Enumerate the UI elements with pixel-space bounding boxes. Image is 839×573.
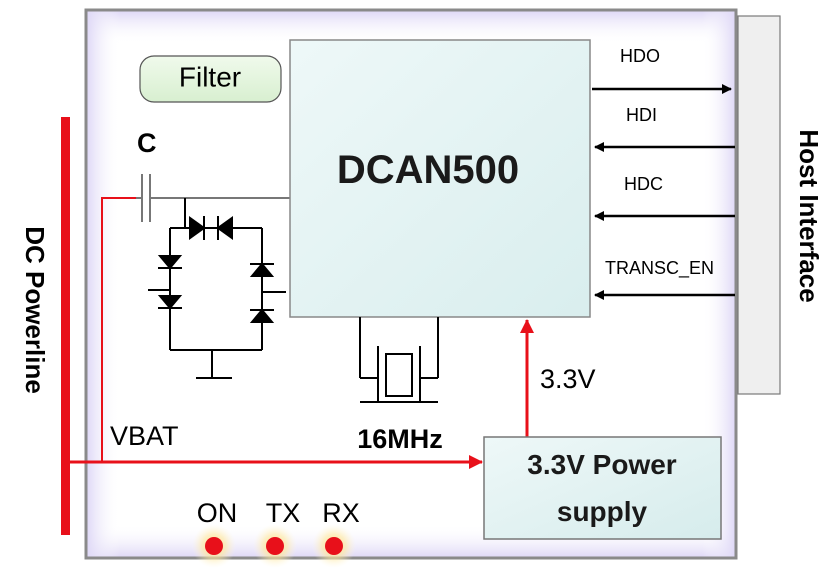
capacitor-symbol xyxy=(136,174,290,222)
dc-powerline-bar xyxy=(61,117,70,535)
led-label-rx: RX xyxy=(322,498,360,528)
signal-label-transc-en: TRANSC_EN xyxy=(605,258,714,279)
led-group: ON TX RX xyxy=(192,498,360,568)
protection-diode-network xyxy=(148,198,286,379)
led-label-tx: TX xyxy=(266,498,301,528)
crystal-label: 16MHz xyxy=(357,424,443,454)
chip-label: DCAN500 xyxy=(337,148,519,192)
filter-label: Filter xyxy=(179,61,241,92)
signal-label-hdc: HDC xyxy=(624,174,663,194)
led-label-on: ON xyxy=(197,498,238,528)
led-on-indicator xyxy=(205,537,223,555)
power-supply-box: 3.3V Power supply xyxy=(483,436,722,540)
host-signals: HDO HDI HDC TRANSC_EN xyxy=(592,46,735,300)
signal-label-hdi: HDI xyxy=(626,105,657,125)
led-tx-indicator xyxy=(266,537,284,555)
vbat-label: VBAT xyxy=(110,421,179,451)
dcan500-chip: DCAN500 xyxy=(289,39,591,318)
vbat-to-filter-wire xyxy=(101,197,136,462)
capacitor-label: C xyxy=(137,128,157,158)
dc-powerline-label: DC Powerline xyxy=(20,226,50,394)
led-rx-indicator xyxy=(325,537,343,555)
host-interface-connector xyxy=(737,15,781,395)
filter-badge: Filter xyxy=(139,55,282,103)
host-interface-label: Host Interface xyxy=(794,129,824,302)
signal-label-hdo: HDO xyxy=(620,46,660,66)
psu-label-line1: 3.3V Power xyxy=(527,449,677,480)
crystal-symbol xyxy=(359,317,439,403)
psu-label-line2: supply xyxy=(557,496,648,527)
v33-label: 3.3V xyxy=(540,364,596,394)
